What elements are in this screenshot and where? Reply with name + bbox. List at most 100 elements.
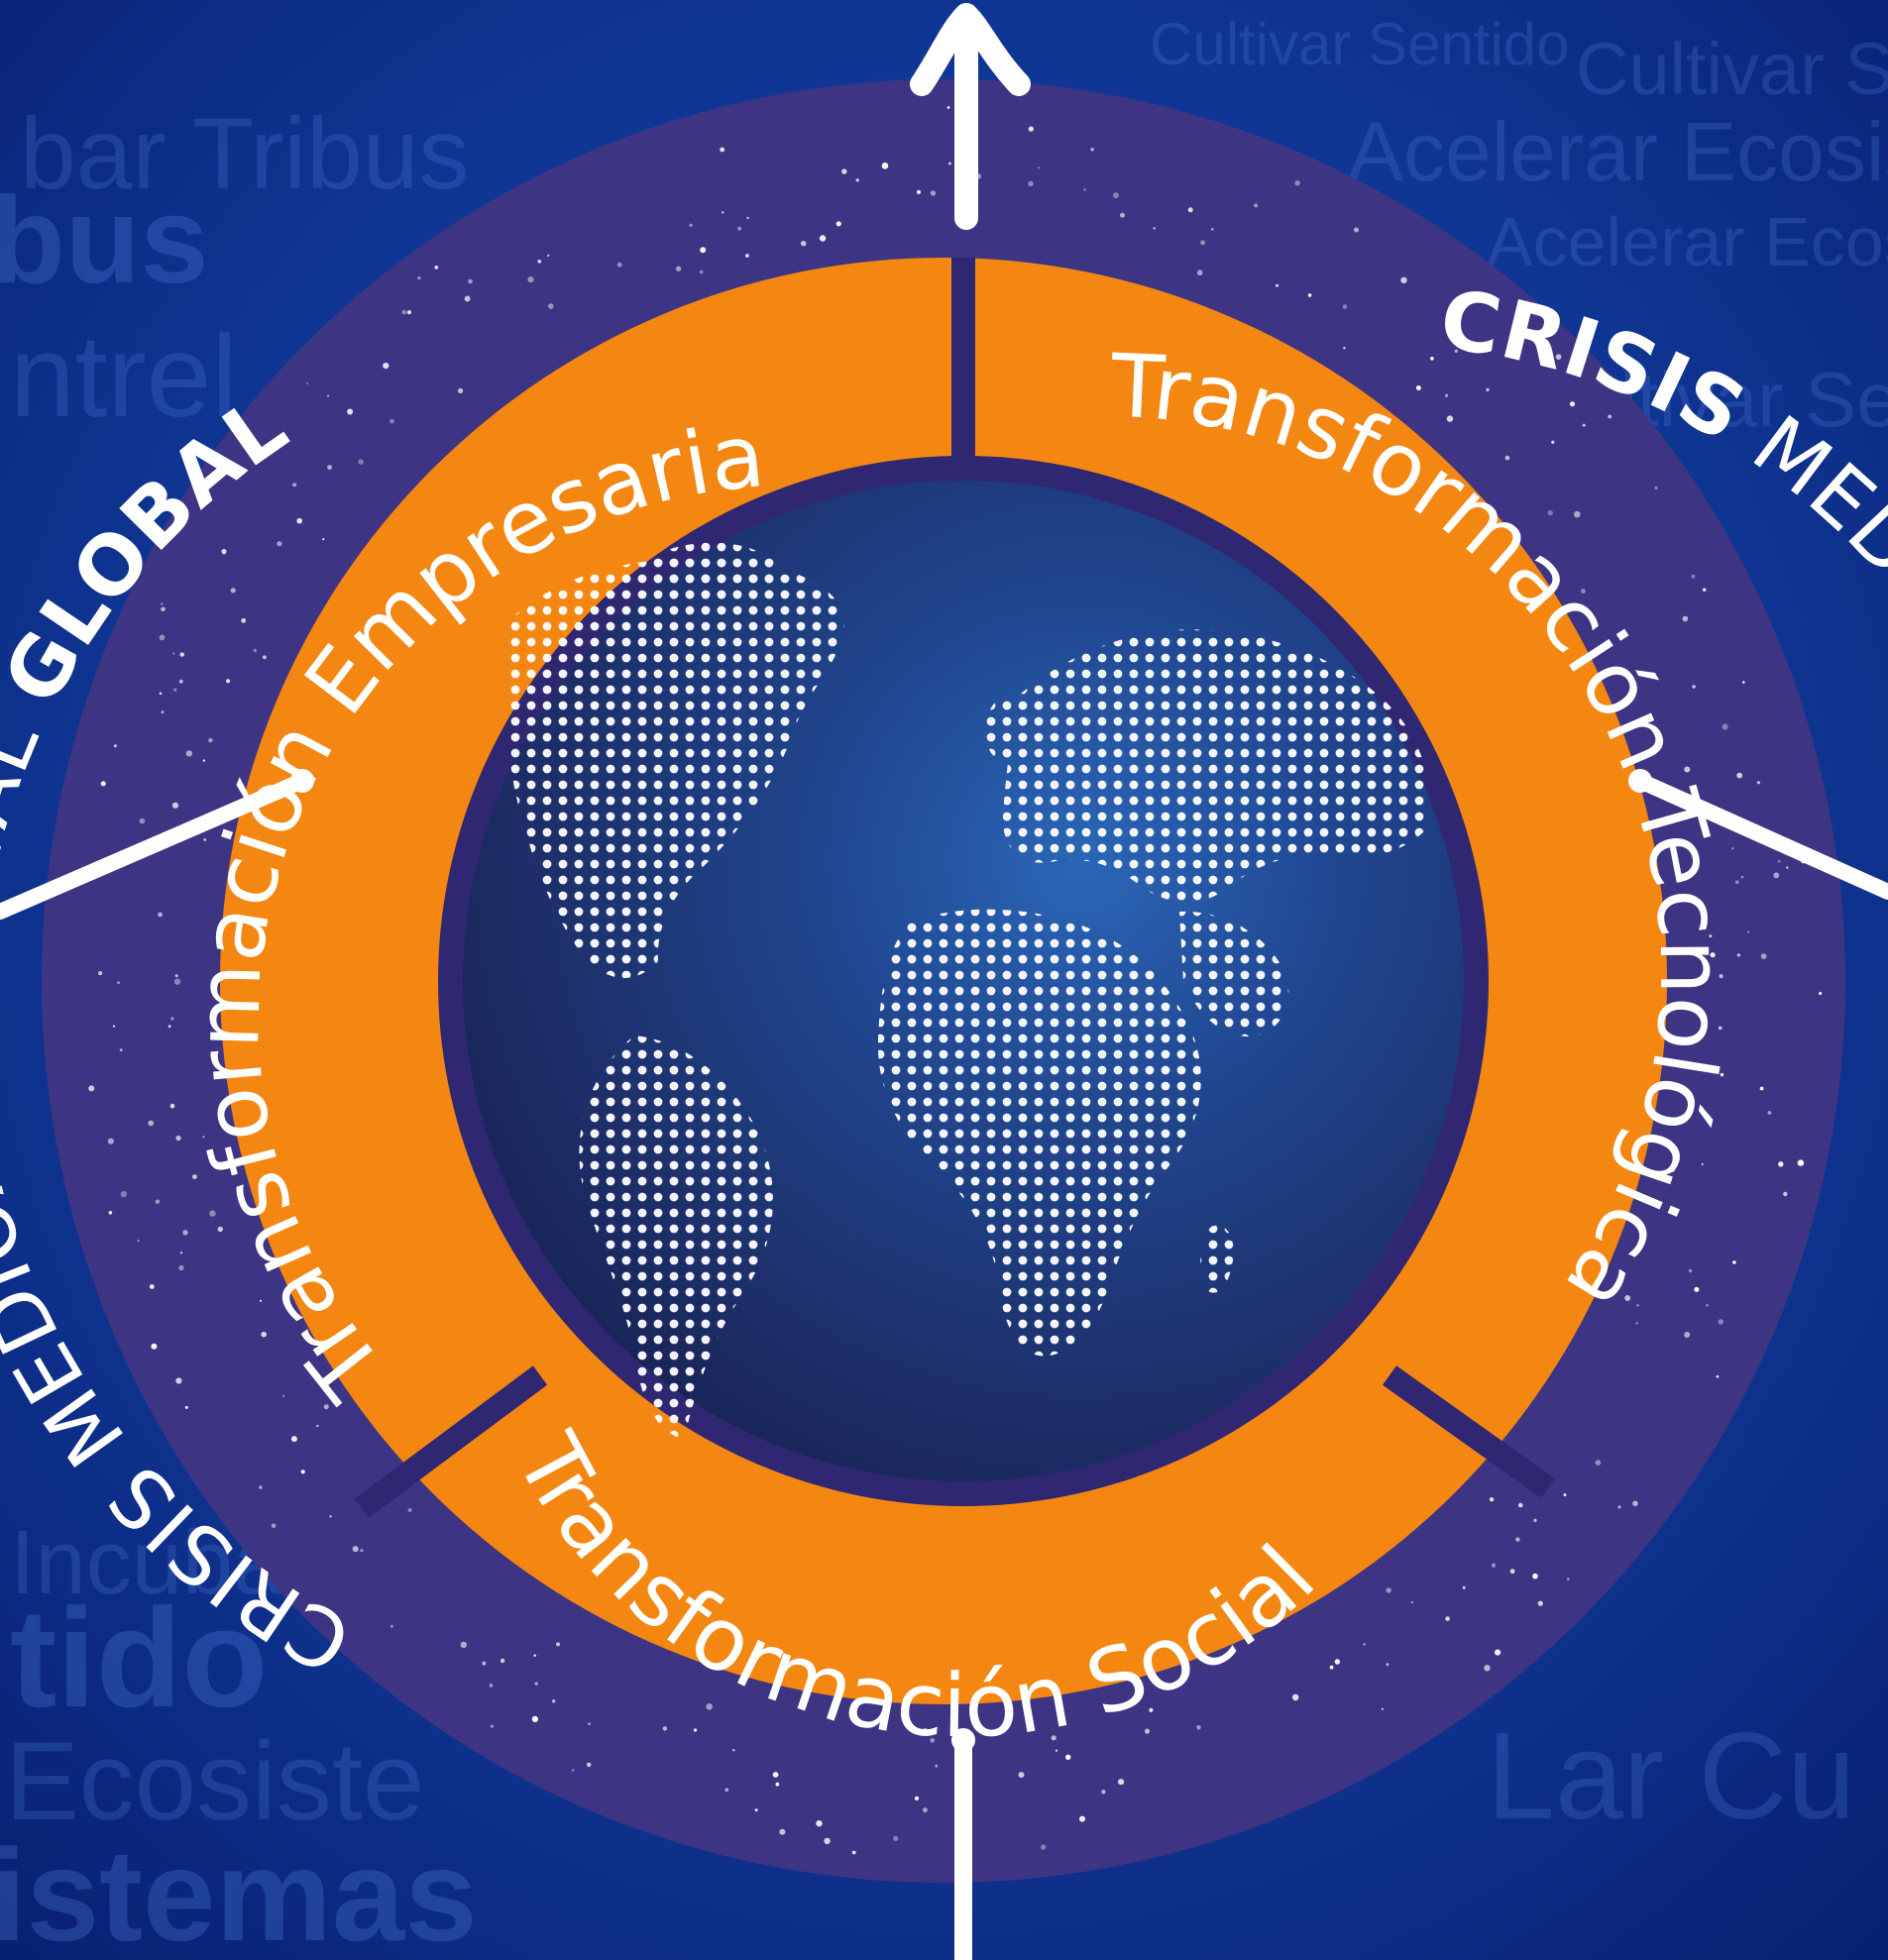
star-speck: [208, 737, 213, 743]
star-speck: [772, 1772, 779, 1778]
star-speck: [824, 1837, 831, 1845]
star-speck: [720, 147, 725, 153]
star-speck: [835, 221, 841, 227]
star-speck: [174, 974, 178, 978]
star-speck: [1462, 1585, 1466, 1589]
star-speck: [1551, 440, 1555, 444]
star-speck: [464, 295, 471, 302]
star-speck: [881, 163, 889, 169]
star-speck: [1682, 615, 1689, 622]
world-map-dots: [504, 542, 1430, 1439]
star-speck: [1533, 1518, 1537, 1522]
star-speck: [1736, 953, 1741, 957]
star-speck: [1410, 1600, 1413, 1604]
star-speck: [185, 750, 193, 757]
star-speck: [1692, 685, 1696, 689]
star-speck: [1684, 1332, 1691, 1338]
star-speck: [1489, 1497, 1495, 1502]
star-speck: [1090, 148, 1094, 152]
star-speck: [917, 189, 921, 194]
star-speck: [1669, 1166, 1676, 1173]
star-speck: [358, 459, 364, 465]
star-speck: [556, 1642, 560, 1647]
star-speck: [1819, 991, 1823, 996]
star-speck: [1065, 1754, 1071, 1761]
star-speck: [316, 1424, 319, 1428]
star-speck: [1101, 1790, 1106, 1795]
star-speck: [1731, 847, 1734, 850]
star-speck: [119, 1048, 123, 1052]
star-speck: [1581, 589, 1586, 594]
star-speck: [221, 549, 227, 555]
star-speck: [171, 802, 179, 809]
star-speck: [352, 1546, 359, 1553]
star-speck: [1691, 574, 1696, 579]
star-speck: [120, 1190, 128, 1198]
star-speck: [1018, 1772, 1025, 1779]
star-speck: [179, 1252, 183, 1254]
star-speck: [322, 538, 325, 541]
star-speck: [534, 1682, 538, 1686]
star-speck: [1694, 1286, 1700, 1292]
star-speck: [175, 1377, 182, 1384]
star-speck: [1756, 781, 1760, 785]
star-speck: [1254, 203, 1259, 208]
star-speck: [217, 1226, 223, 1233]
star-speck: [172, 652, 175, 655]
background-word: Acelerar Ecosiste: [1487, 203, 1888, 280]
star-speck: [290, 1436, 297, 1443]
star-speck: [1038, 166, 1041, 169]
star-speck: [1759, 1086, 1764, 1091]
star-speck: [296, 517, 303, 524]
background-word: bus: [0, 172, 208, 309]
star-speck: [1200, 240, 1205, 246]
star-speck: [1484, 1665, 1491, 1672]
star-speck: [1574, 510, 1581, 518]
star-speck: [360, 1549, 364, 1553]
star-speck: [1783, 1191, 1788, 1197]
star-speck: [1445, 393, 1449, 397]
background-word: bar Tribus: [20, 97, 470, 210]
star-speck: [458, 387, 464, 393]
star-speck: [1569, 401, 1576, 407]
star-speck: [327, 394, 329, 397]
star-speck: [616, 262, 622, 268]
star-speck: [383, 363, 389, 370]
star-speck: [1545, 351, 1549, 356]
star-speck: [946, 106, 950, 109]
star-speck: [923, 1727, 928, 1732]
star-speck: [1767, 1111, 1772, 1115]
star-speck: [1567, 1578, 1570, 1580]
star-speck: [1028, 180, 1034, 186]
star-speck: [202, 759, 205, 762]
star-speck: [259, 1299, 263, 1302]
star-speck: [159, 634, 166, 641]
star-speck: [389, 418, 394, 424]
star-speck: [1537, 1600, 1543, 1606]
star-speck: [306, 381, 309, 385]
star-speck: [1777, 859, 1781, 863]
star-speck: [1509, 1569, 1515, 1575]
star-speck: [347, 408, 354, 415]
star-speck: [468, 278, 473, 284]
star-speck: [202, 1136, 205, 1139]
star-speck: [203, 838, 206, 841]
star-speck: [209, 1210, 216, 1217]
star-speck: [271, 1523, 277, 1528]
star-speck: [1635, 1322, 1638, 1325]
star-speck: [1555, 354, 1562, 360]
star-speck: [1504, 455, 1510, 461]
star-speck: [1386, 1663, 1389, 1667]
star-speck: [179, 652, 184, 657]
star-speck: [192, 1174, 197, 1179]
star-speck: [841, 168, 847, 174]
star-speck: [1276, 283, 1279, 287]
background-word: istemas: [0, 1822, 478, 1960]
star-speck: [323, 1404, 329, 1410]
star-speck: [241, 617, 247, 623]
star-speck: [1719, 974, 1723, 979]
star-speck: [1415, 385, 1421, 390]
star-speck: [1118, 1779, 1125, 1786]
star-speck: [1495, 1649, 1501, 1656]
star-speck: [139, 817, 146, 824]
